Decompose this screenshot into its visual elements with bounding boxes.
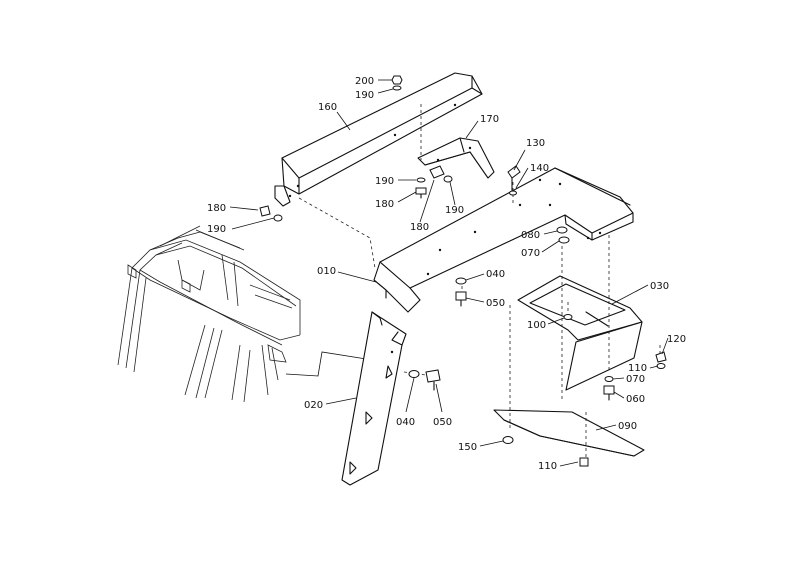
hardware-fasteners: [259, 75, 667, 467]
part-160-upper-cover: [274, 72, 483, 207]
part-030-tray: [517, 275, 643, 391]
label-110: 110: [628, 363, 647, 374]
label-180: 180: [410, 222, 429, 233]
label-060: 060: [626, 394, 645, 405]
label-180: 180: [207, 203, 226, 214]
label-200: 200: [355, 76, 374, 87]
label-020: 020: [304, 400, 323, 411]
label-120: 120: [667, 334, 686, 345]
label-030: 030: [650, 281, 669, 292]
label-080: 080: [521, 230, 540, 241]
part-170-bracket: [417, 137, 495, 179]
label-110: 110: [538, 461, 557, 472]
label-050: 050: [486, 298, 505, 309]
label-160: 160: [318, 102, 337, 113]
label-140: 140: [530, 163, 549, 174]
label-070: 070: [626, 374, 645, 385]
label-190: 190: [375, 176, 394, 187]
label-090: 090: [618, 421, 637, 432]
leader-lines: [229, 79, 669, 467]
tractor-frame: [117, 225, 386, 403]
label-190: 190: [445, 205, 464, 216]
label-180: 180: [375, 199, 394, 210]
label-010: 010: [317, 266, 336, 277]
label-170: 170: [480, 114, 499, 125]
part-020-side-panel: [341, 311, 407, 486]
nut-icon: [391, 75, 403, 85]
label-130: 130: [526, 138, 545, 149]
label-070: 070: [521, 248, 540, 259]
label-040: 040: [396, 417, 415, 428]
label-150: 150: [458, 442, 477, 453]
part-010-center-cover: [373, 167, 634, 313]
washer-icon: [392, 85, 402, 91]
part-090-bottom-plate: [493, 409, 645, 457]
part-labels: 200 190 160 170 130 140 190 180 190 180 …: [207, 76, 686, 472]
label-100: 100: [527, 320, 546, 331]
label-050: 050: [433, 417, 452, 428]
label-040: 040: [486, 269, 505, 280]
label-190: 190: [207, 224, 226, 235]
label-190: 190: [355, 90, 374, 101]
